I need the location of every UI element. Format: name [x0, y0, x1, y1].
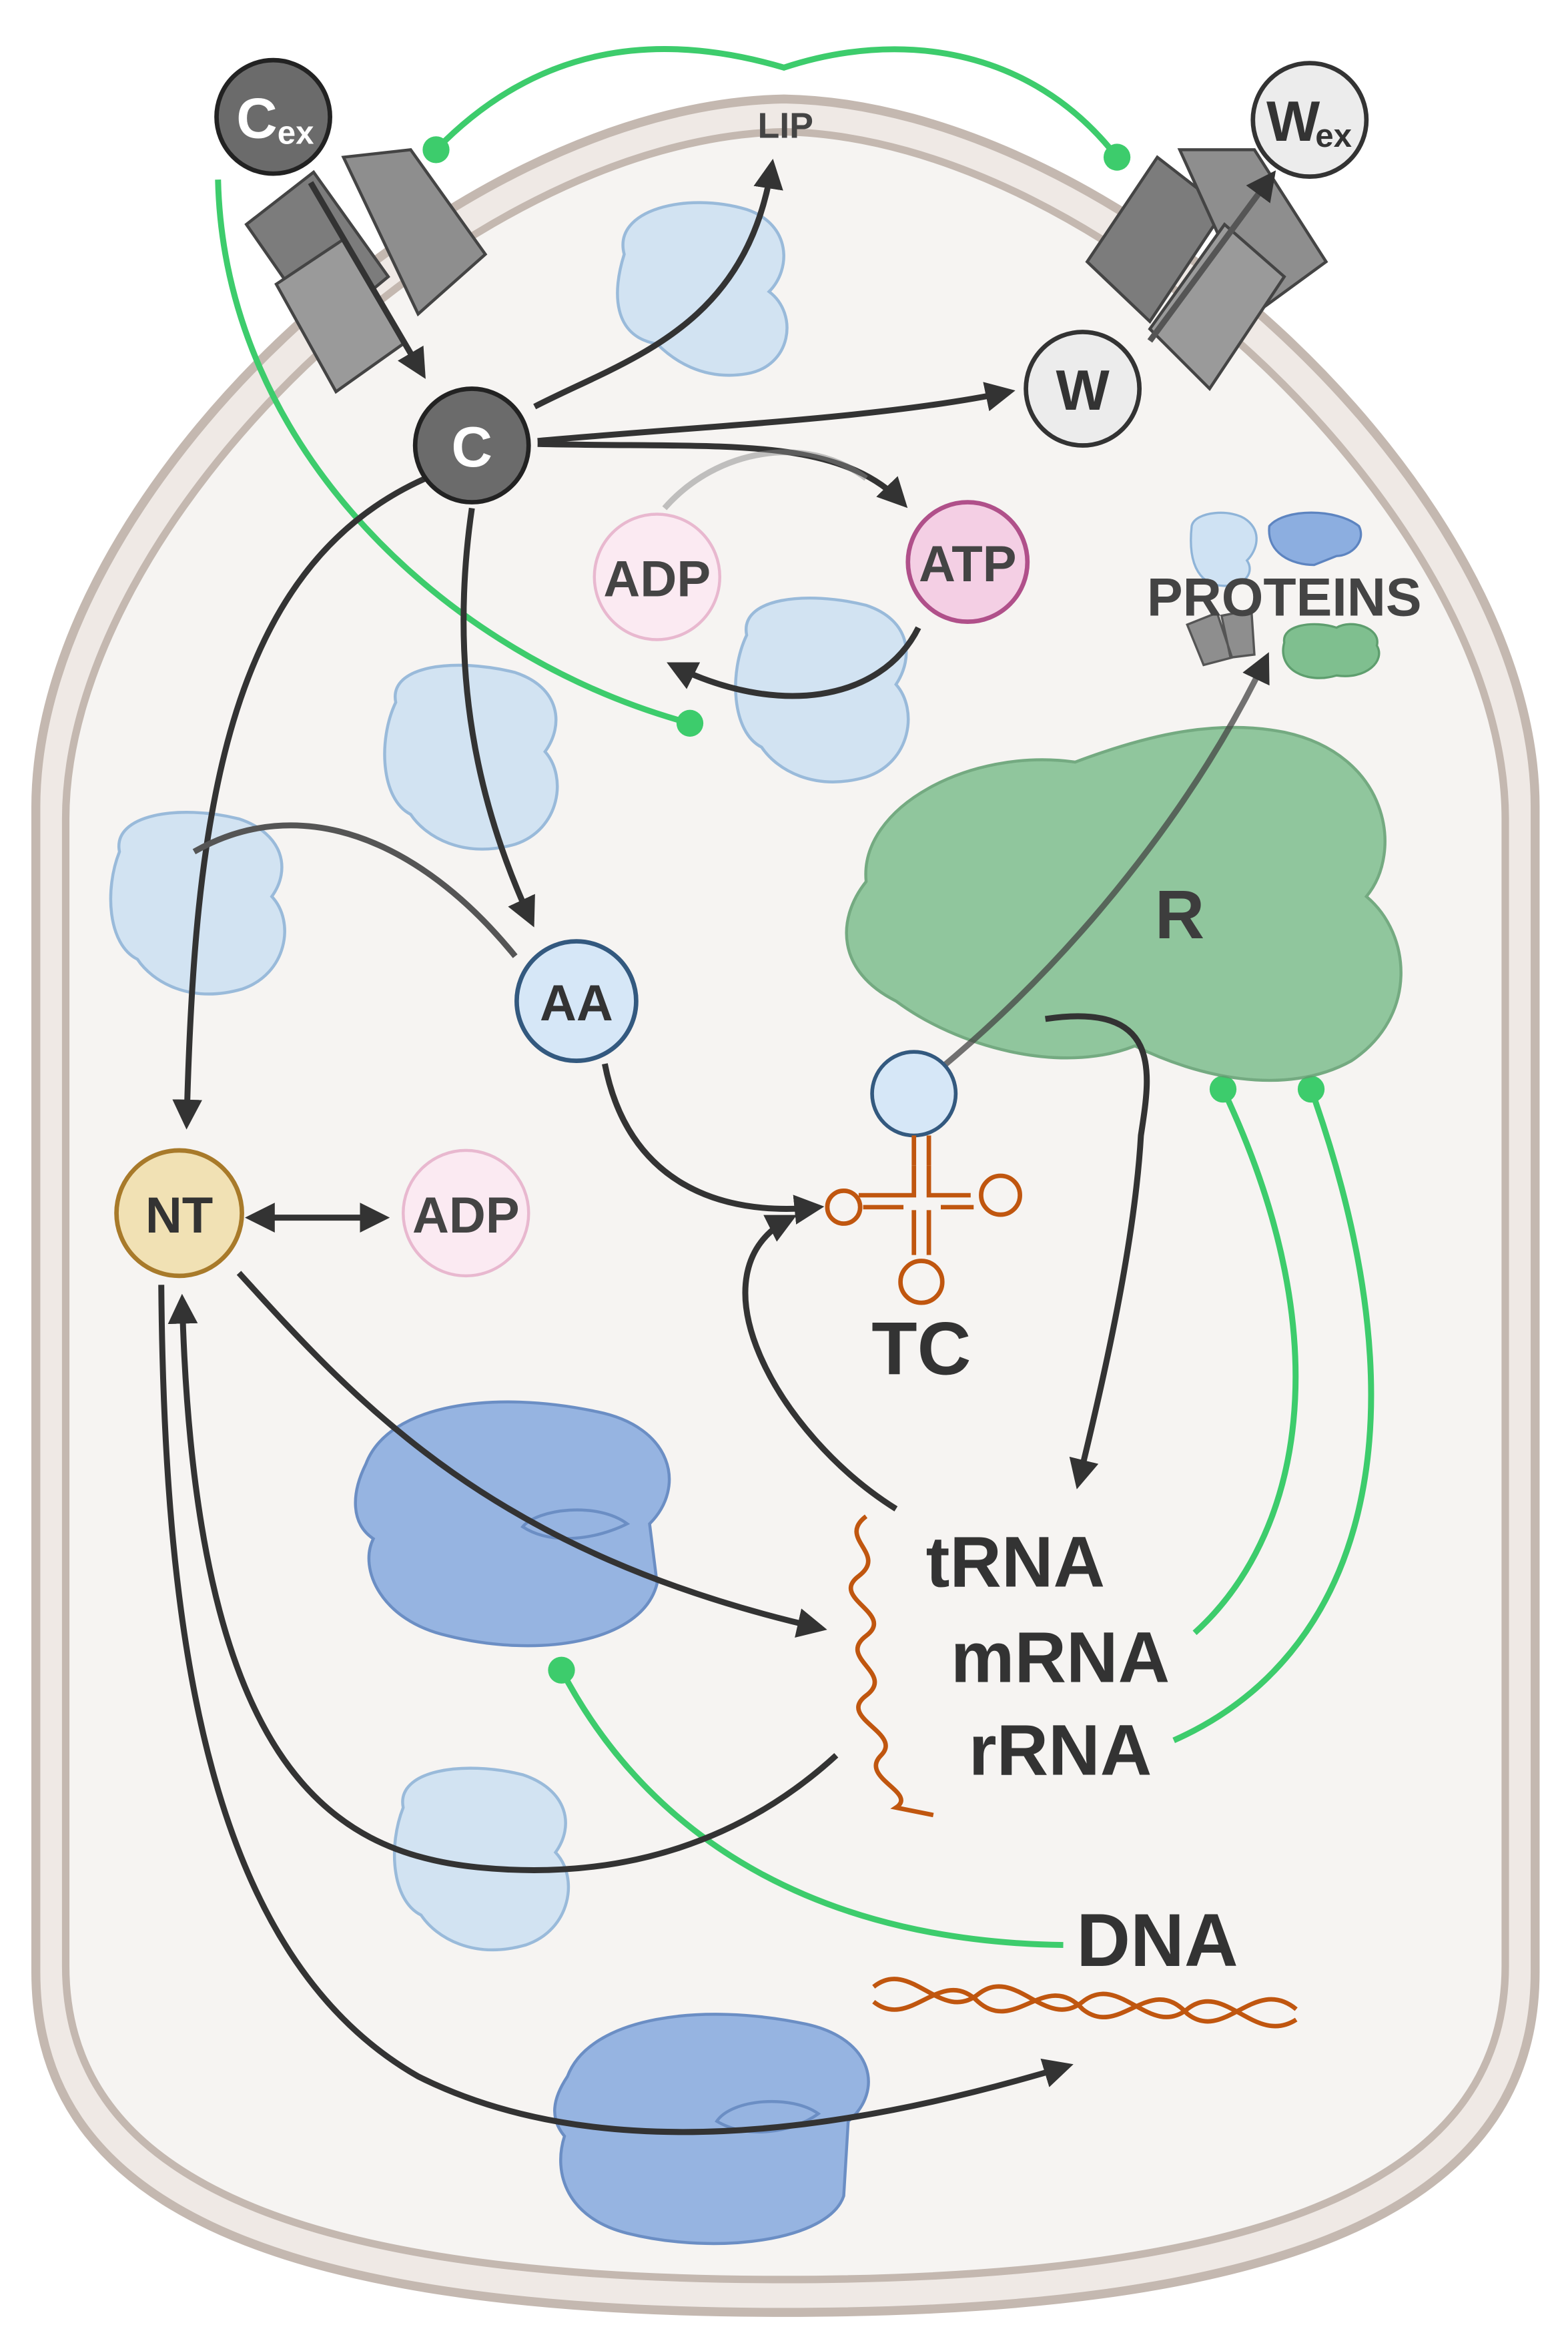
- regulation-dot: [1103, 143, 1131, 171]
- enzyme-icon: [383, 663, 559, 851]
- enzyme-icon: [734, 596, 910, 783]
- reaction-arrows: [158, 158, 1276, 2135]
- node-rrna: rRNA: [969, 1710, 1152, 1790]
- protein-cluster: [1186, 511, 1381, 679]
- arrow-rna-to-tc: [742, 1215, 898, 1512]
- node-label: C: [236, 87, 277, 150]
- enzyme-icon: [1190, 511, 1258, 587]
- regulation-dot: [422, 136, 450, 163]
- arrow-adp-to-atp-background: [662, 449, 868, 511]
- regulation-dot: [1209, 1076, 1237, 1103]
- node-proteins: PROTEINS: [1147, 568, 1422, 628]
- dna-helix-icon: [872, 1977, 1298, 2029]
- node-label: NT: [145, 1187, 213, 1244]
- arrow-c-to-atp: [537, 440, 908, 509]
- regulation-rrna-to-r: [1172, 1088, 1375, 1744]
- node-atp: ATP: [905, 500, 1030, 624]
- trna-icon: [825, 1050, 1022, 1305]
- arrow-c-to-aa: [460, 507, 535, 928]
- node-trna: tRNA: [926, 1522, 1105, 1602]
- polymerase-icon: [354, 1400, 671, 1648]
- node-w: W: [1024, 330, 1142, 448]
- node-lip: LIP: [757, 105, 813, 145]
- node-dna: DNA: [1076, 1899, 1238, 1982]
- node-tc: TC: [871, 1307, 971, 1391]
- arrow-c-to-nt: [172, 475, 427, 1130]
- polymerase-icon: [1268, 511, 1362, 567]
- regulation-lines: [215, 45, 1375, 1949]
- node-adp-top: ADP: [593, 513, 721, 641]
- arrow-r-to-rna: [1045, 1013, 1150, 1489]
- arrow-enzyme-to-adp: [667, 626, 921, 699]
- regulation-dna-to-polymerase: [558, 1668, 1064, 1949]
- cell-envelope: [31, 94, 1540, 2317]
- node-label: ATP: [919, 536, 1017, 593]
- arrow-aa-to-enzyme: [192, 822, 518, 958]
- rna-strand-icon: [848, 1514, 934, 1818]
- regulation-dot: [1297, 1076, 1325, 1103]
- arrow-nt-to-dna: [158, 1285, 1074, 2135]
- node-label: ADP: [603, 551, 711, 608]
- node-c: C: [412, 386, 531, 505]
- regulation-cex-to-lip: [434, 45, 1120, 159]
- node-subscript: ex: [278, 114, 314, 151]
- arrow-cex-to-c: [308, 181, 426, 379]
- regulation-dots: [422, 136, 1325, 1684]
- arrow-c-to-w: [537, 382, 1016, 444]
- membrane-transporter-icon: [1148, 222, 1286, 391]
- node-label: W: [1056, 359, 1110, 422]
- node-nt: NT: [114, 1148, 244, 1279]
- regulation-dot: [548, 1656, 575, 1684]
- arrow-w-to-wex: [1147, 170, 1276, 343]
- enzyme-icon: [392, 1766, 570, 1952]
- node-label: C: [452, 416, 492, 479]
- arrow-c-to-lip: [533, 158, 783, 410]
- arrow-aa-to-tc: [602, 1063, 825, 1225]
- node-r: R: [1155, 876, 1204, 953]
- arrow-tc-to-proteins: [939, 652, 1270, 1071]
- node-c-ex: C ex: [214, 57, 332, 176]
- node-w-ex: W ex: [1250, 61, 1369, 180]
- node-mrna: mRNA: [951, 1618, 1170, 1698]
- ribosome-icon: [1282, 623, 1381, 679]
- node-adp-mid: ADP: [402, 1148, 530, 1278]
- regulation-dot: [676, 709, 704, 737]
- transporter-left: [244, 148, 488, 394]
- node-subscript: ex: [1315, 117, 1352, 154]
- transporter-right: [1085, 148, 1328, 391]
- ribosome-r-shape: [845, 725, 1403, 1082]
- membrane-transporter-icon: [341, 148, 488, 317]
- arrow-rna-to-nt: [167, 1293, 839, 1873]
- node-label: W: [1266, 90, 1320, 153]
- node-aa: AA: [514, 939, 639, 1063]
- regulation-cex-to-enzyme: [215, 180, 691, 727]
- enzymes: [109, 201, 910, 1952]
- regulation-mrna-to-r: [1192, 1088, 1299, 1636]
- arrow-nt-to-rna: [236, 1271, 827, 1638]
- node-label: ADP: [412, 1187, 520, 1244]
- node-label: AA: [540, 975, 613, 1032]
